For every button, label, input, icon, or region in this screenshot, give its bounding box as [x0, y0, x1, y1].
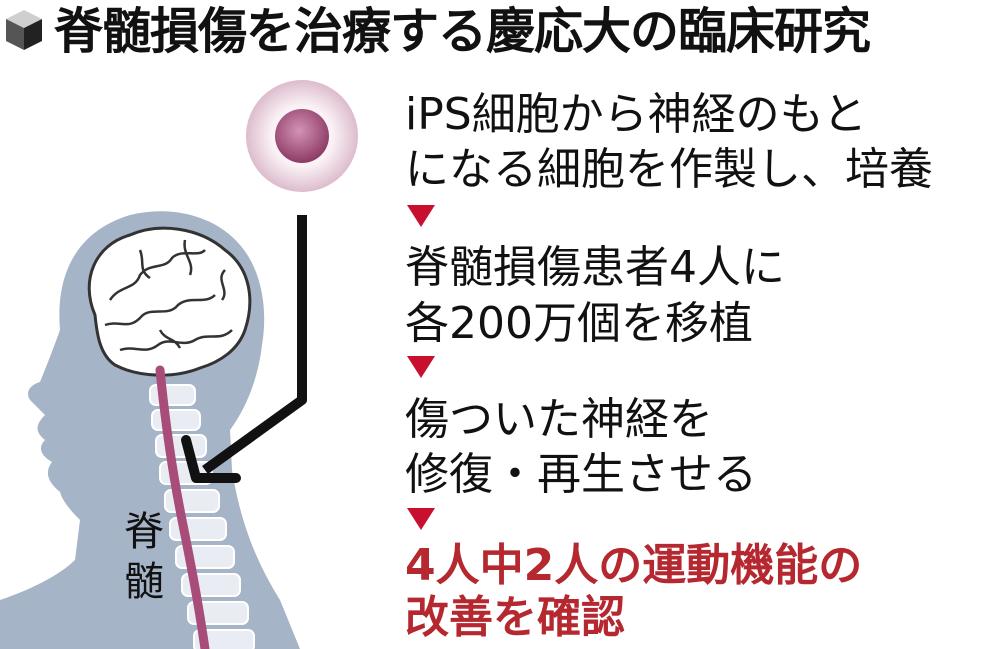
spine-label-char-1: 脊 [124, 509, 164, 555]
step-2-line-2: 各200万個を移植 [405, 298, 753, 349]
brain [87, 226, 252, 377]
spinal-cord-illustration [0, 80, 358, 649]
step-1-line-1: iPS細胞から神経のもと [405, 89, 867, 140]
step-3-line-1: 傷ついた神経を [405, 394, 713, 445]
stem-cell [246, 80, 358, 192]
spine-label-char-2: 髄 [124, 559, 164, 605]
down-arrow-icon [407, 508, 435, 530]
transplant-arrow [181, 215, 307, 483]
title-bar: 脊髄損傷を治療する慶応大の臨床研究 [0, 0, 1000, 62]
spinal-cord [155, 365, 210, 649]
down-arrow-icon [407, 356, 435, 378]
step-3-line-2: 修復・再生させる [405, 449, 757, 500]
page-title: 脊髄損傷を治療する慶応大の臨床研究 [54, 3, 871, 60]
down-arrow-icon [407, 205, 435, 227]
cube-icon [6, 10, 42, 50]
result-line-2: 改善を確認 [405, 592, 625, 643]
step-2-line-1: 脊髄損傷患者4人に [405, 242, 785, 293]
result-line-1: 4人中2人の運動機能の [405, 540, 863, 591]
step-1-line-2: になる細胞を作製し、培養 [405, 144, 933, 195]
